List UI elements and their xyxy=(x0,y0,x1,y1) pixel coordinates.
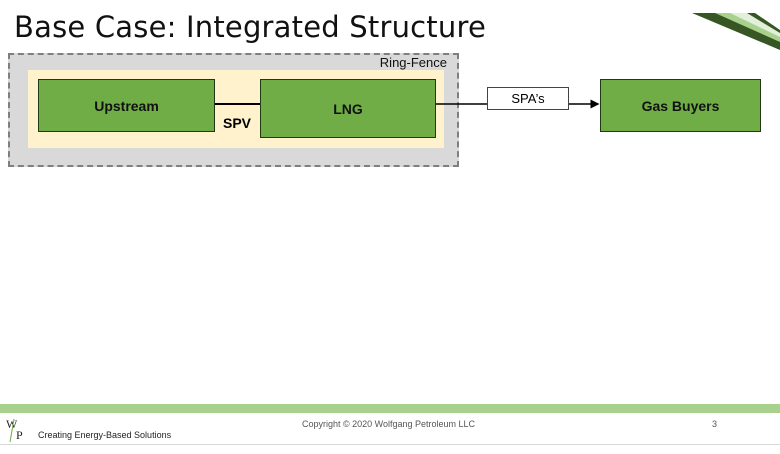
wolfgang-petroleum-logo: W P xyxy=(6,417,23,443)
ring-fence-label: Ring-Fence xyxy=(379,55,447,70)
logo-letter-p: P xyxy=(16,428,23,442)
logo-letter-w: W xyxy=(6,417,18,431)
footer-copyright: Copyright © 2020 Wolfgang Petroleum LLC xyxy=(302,419,476,429)
spv-label: SPV xyxy=(223,115,252,131)
upstream-box: Upstream xyxy=(38,79,215,132)
lng-box: LNG xyxy=(260,79,436,138)
corner-stripes-decoration xyxy=(692,13,780,50)
page-number: 3 xyxy=(712,419,718,429)
footer-tagline: Creating Energy-Based Solutions xyxy=(38,430,172,440)
spa-box: SPA’s xyxy=(487,87,569,110)
footer-divider xyxy=(0,444,780,445)
gas-buyers-box: Gas Buyers xyxy=(600,79,761,132)
slide-title: Base Case: Integrated Structure xyxy=(14,10,486,44)
footer-band xyxy=(0,404,780,413)
